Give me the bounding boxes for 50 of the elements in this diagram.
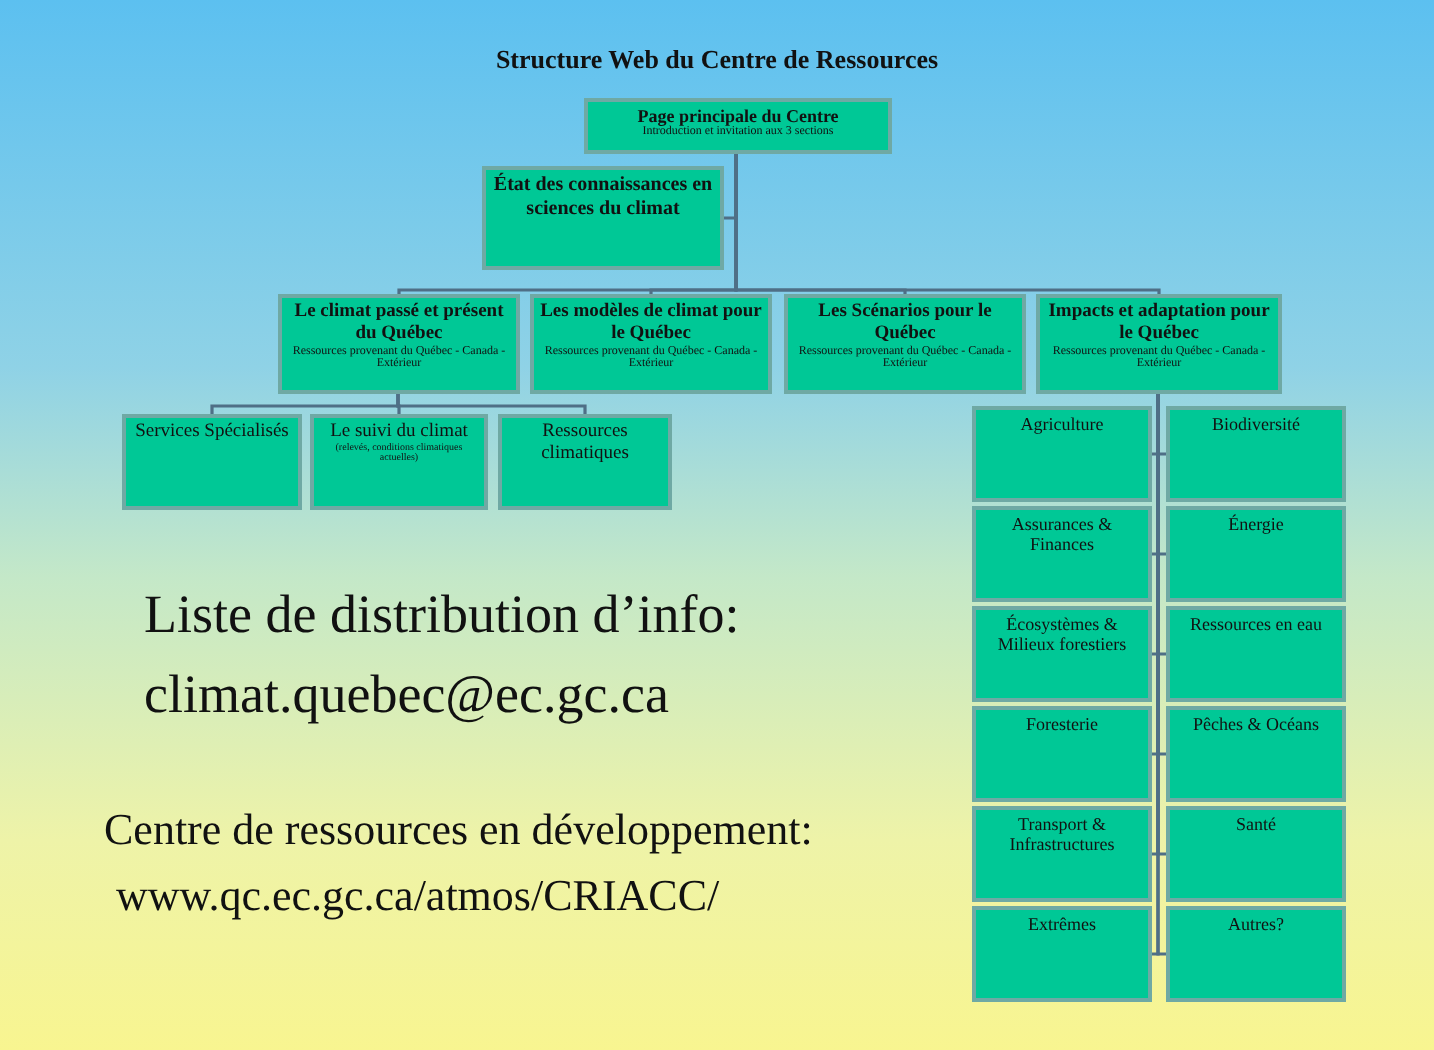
section-box [122, 414, 302, 510]
box-title: Pêches & Océans [1191, 714, 1321, 735]
box-title: Santé [1234, 814, 1278, 835]
section-box [784, 294, 1026, 394]
connector-line [396, 394, 587, 414]
box-title: Énergie [1226, 514, 1286, 535]
box-title: Foresterie [1024, 714, 1100, 735]
box-title: Écosystèmes & Milieux forestiers [995, 614, 1129, 656]
box-title: Ressources climatiques [539, 422, 631, 466]
section-box [1166, 606, 1346, 702]
box-title: Les modèles de climat pour le Québec [538, 302, 764, 345]
section-box [530, 294, 772, 394]
section-box [972, 406, 1152, 502]
box-title: Le suivi du climat [328, 422, 470, 443]
diagram-title: Structure Web du Centre de Ressources [493, 44, 941, 76]
box-title: Impacts et adaptation pour le Québec [1046, 302, 1272, 345]
section-box [972, 706, 1152, 802]
connector-line [1156, 394, 1166, 956]
section-box [310, 414, 488, 510]
box-title: Transport & Infrastructures [1007, 814, 1117, 856]
section-box [1036, 294, 1282, 394]
section-box [972, 506, 1152, 602]
box-title: Extrêmes [1026, 914, 1098, 935]
box-title: Services Spécialisés [133, 422, 291, 444]
section-box [482, 166, 724, 270]
section-box [1166, 706, 1346, 802]
box-title: Agriculture [1018, 414, 1106, 435]
section-box [584, 98, 892, 154]
box-title: État des connaissances en sciences du climat [491, 174, 715, 220]
section-box [972, 806, 1152, 902]
connector-line [734, 154, 1161, 295]
box-title: Le climat passé et présent du Québec [292, 302, 506, 345]
box-title: Autres? [1226, 914, 1286, 935]
info-text: Liste de distribution d’info: [144, 584, 740, 646]
section-box [972, 906, 1152, 1002]
section-box [972, 606, 1152, 702]
info-text: Centre de ressources en développement: [104, 804, 813, 856]
section-box [498, 414, 672, 510]
section-box [1166, 406, 1346, 502]
web-address: www.qc.ec.gc.ca/atmos/CRIACC/ [116, 870, 720, 922]
box-title: Page principale du Centre [635, 106, 841, 126]
section-box [1166, 806, 1346, 902]
box-title: Assurances & Finances [1009, 514, 1115, 556]
section-box [278, 294, 520, 394]
box-title: Les Scénarios pour le Québec [816, 302, 994, 345]
section-box [1166, 906, 1346, 1002]
email-address: climat.quebec@ec.gc.ca [144, 664, 669, 726]
box-title: Ressources en eau [1188, 614, 1324, 635]
section-box [1166, 506, 1346, 602]
box-title: Biodiversité [1210, 414, 1302, 435]
